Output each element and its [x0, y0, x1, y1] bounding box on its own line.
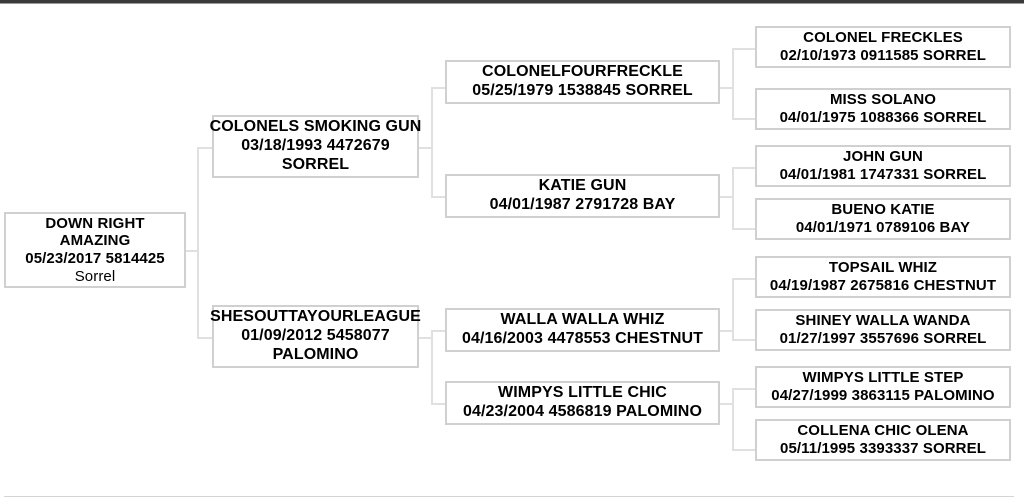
connector-gen3-sd-out: [719, 196, 733, 198]
connector-gen3-ds-riser: [732, 279, 734, 341]
pedigree-node-g4-5[interactable]: TOPSAIL WHIZ 04/19/1987 2675816 CHESTNUT: [755, 256, 1011, 298]
connector-gen3-ds-out: [719, 330, 733, 332]
connector-gen4-n7-stub: [732, 388, 755, 390]
node-details: 05/23/2017 5814425: [25, 250, 165, 267]
node-color: SORREL: [281, 155, 350, 173]
pedigree-node-sire-sire[interactable]: COLONELFOURFRECKLE 05/25/1979 1538845 SO…: [445, 60, 720, 104]
page-top-divider-shadow: [0, 3, 1024, 4]
connector-gen2-sire-stub: [197, 147, 213, 149]
connector-gen3-sd-riser: [732, 168, 734, 230]
connector-gen3-dd-riser: [732, 389, 734, 451]
node-details: 04/01/1975 1088366 SORREL: [779, 109, 987, 126]
node-details: 03/18/1993 4472679: [241, 137, 390, 155]
connector-gen2-dam-out: [418, 337, 432, 339]
node-color: PALOMINO: [272, 345, 359, 363]
connector-gen1-riser: [197, 148, 199, 338]
node-name: WALLA WALLA WHIZ: [500, 311, 665, 329]
node-name: SHESOUTTAYOURLEAGUE: [210, 308, 421, 326]
connector-gen1-stub: [185, 250, 198, 252]
pedigree-node-sire[interactable]: COLONELS SMOKING GUN 03/18/1993 4472679 …: [209, 115, 422, 178]
connector-gen3-dd-stub: [431, 403, 446, 405]
connector-gen3-sd-stub: [431, 196, 446, 198]
connector-gen3-ds-stub: [431, 330, 446, 332]
node-details: 01/27/1997 3557696 SORREL: [779, 330, 987, 347]
connector-gen4-n6-stub: [732, 339, 755, 341]
node-name: WIMPYS LITTLE STEP: [802, 369, 964, 387]
connector-gen4-n1-stub: [732, 48, 755, 50]
node-details: 05/11/1995 3393337 SORREL: [780, 440, 986, 457]
connector-gen3-ss-stub: [431, 87, 446, 89]
pedigree-node-dam-dam[interactable]: WIMPYS LITTLE CHIC 04/23/2004 4586819 PA…: [445, 381, 720, 425]
node-name: COLONELS SMOKING GUN: [209, 118, 422, 136]
node-name: COLONEL FRECKLES: [803, 29, 963, 47]
node-details: 04/01/1981 1747331 SORREL: [779, 166, 987, 183]
connector-gen4-n4-stub: [732, 228, 755, 230]
node-details: 02/10/1973 0911585 SORREL: [780, 47, 986, 64]
page-bottom-divider: [4, 496, 1014, 497]
node-details: 05/25/1979 1538845 SORREL: [472, 82, 693, 99]
node-color: Sorrel: [74, 267, 116, 285]
pedigree-node-g4-7[interactable]: WIMPYS LITTLE STEP 04/27/1999 3863115 PA…: [755, 366, 1011, 408]
pedigree-node-g4-6[interactable]: SHINEY WALLA WANDA 01/27/1997 3557696 SO…: [755, 309, 1011, 351]
connector-gen4-n5-stub: [732, 278, 755, 280]
node-details: 04/19/1987 2675816 CHESTNUT: [769, 277, 997, 294]
node-details: 04/16/2003 4478553 CHESTNUT: [461, 330, 704, 347]
node-name: BUENO KATIE: [831, 201, 935, 219]
connector-gen4-n3-stub: [732, 167, 755, 169]
node-name: WIMPYS LITTLE CHIC: [498, 384, 667, 402]
connector-gen3-ss-riser: [732, 49, 734, 120]
pedigree-node-g4-8[interactable]: COLLENA CHIC OLENA 05/11/1995 3393337 SO…: [755, 419, 1011, 461]
connector-gen2-sire-out: [418, 147, 432, 149]
node-details: 04/01/1987 2791728 BAY: [489, 196, 676, 213]
node-name-line2: AMAZING: [59, 232, 131, 250]
pedigree-node-dam-sire[interactable]: WALLA WALLA WHIZ 04/16/2003 4478553 CHES…: [445, 308, 720, 352]
node-details: 01/09/2012 5458077: [241, 327, 390, 345]
pedigree-node-g4-4[interactable]: BUENO KATIE 04/01/1971 0789106 BAY: [755, 198, 1011, 240]
connector-gen4-n2-stub: [732, 118, 755, 120]
node-name: COLLENA CHIC OLENA: [797, 422, 969, 440]
node-name: TOPSAIL WHIZ: [828, 259, 938, 277]
node-details: 04/27/1999 3863115 PALOMINO: [771, 387, 995, 404]
node-name: MISS SOLANO: [829, 91, 937, 109]
connector-gen3-dd-out: [719, 403, 733, 405]
node-name: JOHN GUN: [843, 148, 923, 166]
node-details: 04/01/1971 0789106 BAY: [795, 219, 971, 236]
connector-gen4-n8-stub: [732, 449, 755, 451]
node-name: COLONELFOURFRECKLE: [482, 63, 683, 81]
connector-gen2-dam-stub: [197, 337, 213, 339]
node-name: SHINEY WALLA WANDA: [795, 312, 971, 330]
pedigree-node-g4-3[interactable]: JOHN GUN 04/01/1981 1747331 SORREL: [755, 145, 1011, 187]
node-name-line1: DOWN RIGHT: [45, 214, 145, 232]
pedigree-node-g4-1[interactable]: COLONEL FRECKLES 02/10/1973 0911585 SORR…: [755, 26, 1011, 68]
pedigree-node-dam[interactable]: SHESOUTTAYOURLEAGUE 01/09/2012 5458077 P…: [210, 305, 421, 368]
pedigree-node-subject[interactable]: DOWN RIGHT AMAZING 05/23/2017 5814425 So…: [4, 212, 186, 288]
connector-gen3-ss-out: [719, 87, 733, 89]
pedigree-node-sire-dam[interactable]: KATIE GUN 04/01/1987 2791728 BAY: [445, 174, 720, 218]
pedigree-node-g4-2[interactable]: MISS SOLANO 04/01/1975 1088366 SORREL: [755, 88, 1011, 130]
connector-gen2-dam-riser: [431, 330, 433, 404]
node-name: KATIE GUN: [538, 177, 627, 195]
node-details: 04/23/2004 4586819 PALOMINO: [463, 403, 702, 420]
connector-gen2-sire-riser: [431, 88, 433, 198]
page-top-divider: [0, 0, 1024, 3]
